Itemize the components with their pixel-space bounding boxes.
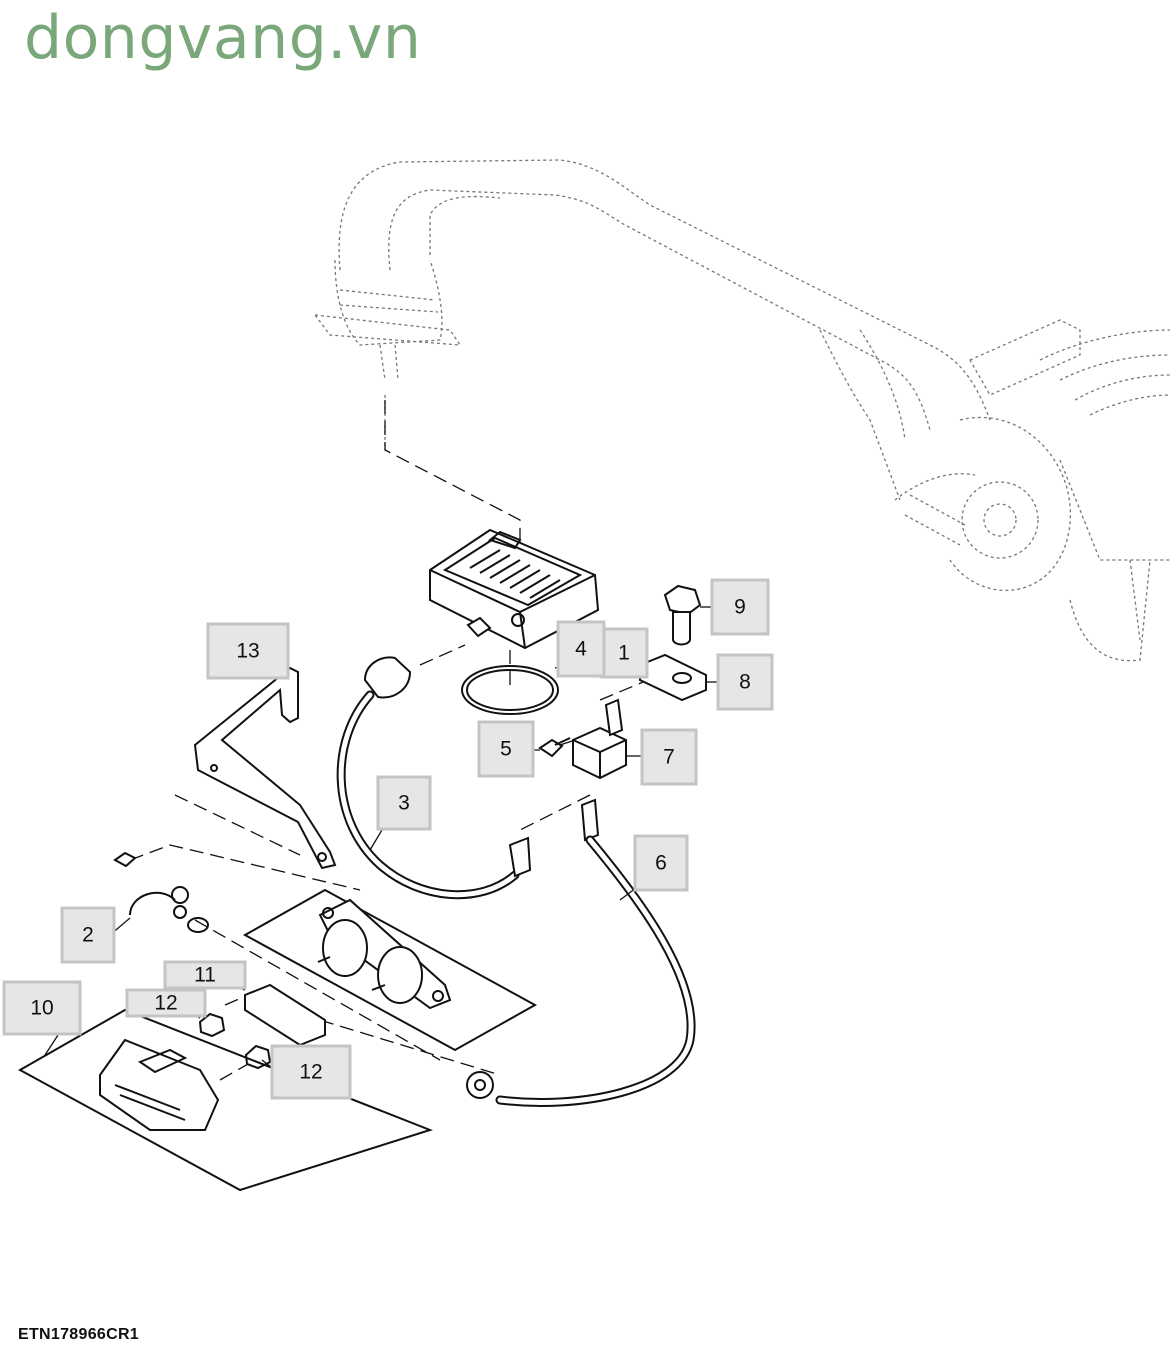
nut-part-12a (198, 1012, 226, 1038)
air-intake-pipe-ghost (313, 159, 1170, 662)
connector-part-2 (129, 886, 209, 933)
callout-12b: 12 (270, 1044, 352, 1100)
svg-text:7: 7 (663, 746, 675, 769)
callout-6: 6 (633, 834, 689, 892)
svg-text:9: 9 (734, 596, 746, 619)
watermark: dongvang.vn (24, 3, 422, 73)
relay-part-7 (572, 698, 627, 842)
screw-part-5 (538, 737, 571, 758)
callout-13: 13 (206, 622, 290, 680)
svg-text:5: 5 (500, 738, 512, 761)
nut-part-12b (244, 1044, 272, 1070)
callout-2: 2 (60, 906, 116, 964)
callout-9: 9 (710, 578, 770, 636)
small-screw-part (113, 851, 137, 868)
figure-code: ETN178966CR1 (18, 1326, 139, 1343)
callout-12a: 12 (125, 988, 207, 1018)
svg-text:3: 3 (398, 792, 410, 815)
svg-text:4: 4 (575, 638, 587, 661)
cable-part-3 (336, 656, 532, 900)
callout-3: 3 (376, 775, 432, 831)
switch-plate-part-11 (244, 983, 326, 1047)
control-module-part (429, 528, 600, 650)
svg-text:8: 8 (739, 671, 751, 694)
switch-panel-part-10 (17, 1008, 433, 1192)
svg-text:12: 12 (154, 992, 177, 1015)
svg-text:1: 1 (618, 642, 630, 665)
bracket-part-13 (193, 666, 337, 870)
svg-text:12: 12 (299, 1061, 322, 1084)
o-ring-part (461, 665, 559, 715)
callout-7: 7 (640, 728, 698, 786)
cable-part-6 (466, 835, 696, 1107)
callout-4: 4 (556, 620, 606, 678)
bolt-part-9 (663, 584, 702, 646)
svg-text:13: 13 (236, 640, 259, 663)
svg-text:2: 2 (82, 924, 94, 947)
callout-8: 8 (716, 653, 774, 711)
callout-11: 11 (163, 960, 247, 990)
switch-assembly-kit (242, 888, 538, 1052)
callout-10: 10 (2, 980, 82, 1036)
svg-text:11: 11 (194, 964, 216, 987)
svg-text:10: 10 (30, 997, 53, 1020)
svg-text:6: 6 (655, 852, 667, 875)
callout-5: 5 (477, 720, 535, 778)
callout-1: 1 (599, 627, 649, 679)
